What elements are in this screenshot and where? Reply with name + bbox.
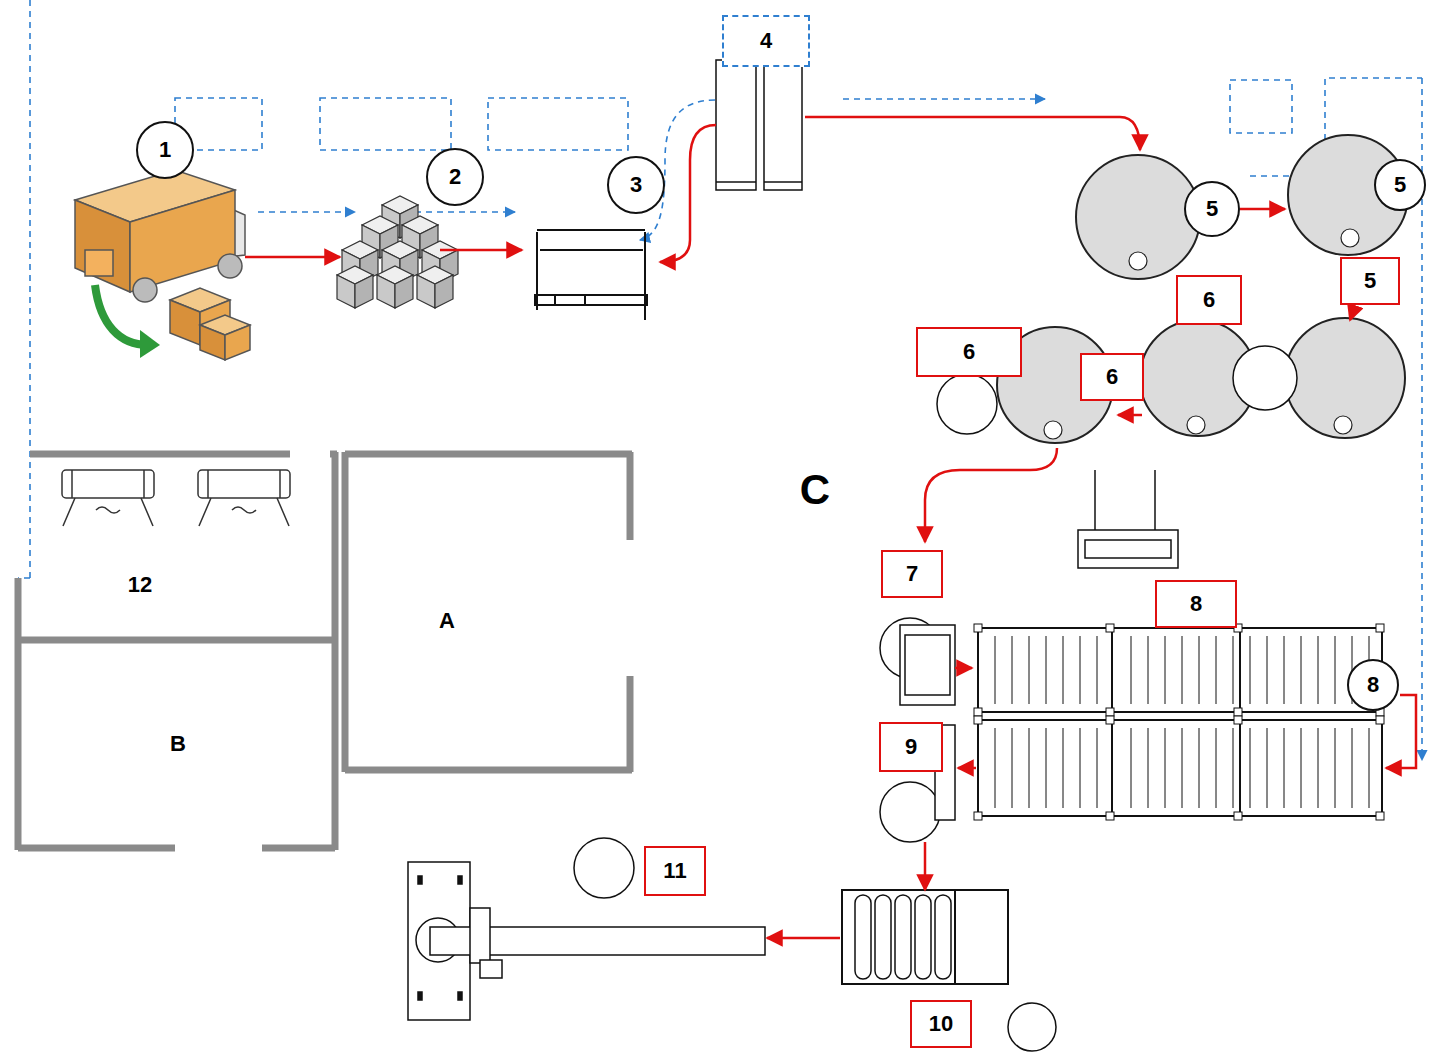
callout-box: 6 [1176, 275, 1242, 325]
callout-number: 4 [760, 30, 772, 52]
callout-number: 10 [929, 1013, 953, 1035]
process-drums [997, 135, 1408, 443]
callout-box: 6 [916, 327, 1022, 377]
callout-circle: 5 [1184, 181, 1240, 237]
callout-number: 8 [1190, 593, 1202, 615]
callout-box: 11 [644, 846, 706, 896]
callout-number: 6 [1106, 366, 1118, 388]
callout-box: 10 [910, 1000, 972, 1048]
callout-number: 6 [963, 341, 975, 363]
callout-number: 7 [906, 563, 918, 585]
info-flow [18, 0, 1422, 760]
callout-circle: 5 [1374, 159, 1426, 211]
zone-letter: C [800, 469, 830, 511]
workbench [535, 230, 647, 320]
callout-number: 5 [1364, 270, 1376, 292]
room-label: B [170, 733, 186, 755]
callout-number: 9 [905, 736, 917, 758]
callout-box: 5 [1340, 257, 1400, 305]
callout-box: 8 [1155, 580, 1237, 628]
room-label: 12 [128, 574, 152, 596]
callout-circle: 2 [426, 148, 484, 206]
callout-box: 7 [881, 550, 943, 598]
storage-racks [716, 60, 802, 190]
callout-number: 6 [1203, 289, 1215, 311]
delivery-truck [75, 170, 250, 360]
callout-number: 5 [1394, 174, 1406, 196]
callout-number: 3 [630, 174, 642, 196]
callout-circle: 3 [607, 156, 665, 214]
callout-box: 6 [1080, 353, 1144, 401]
callout-number: 1 [159, 139, 171, 161]
conveyor-lines [974, 624, 1384, 820]
goods-stack [337, 196, 458, 308]
callout-number: 11 [663, 860, 686, 882]
callout-number: 5 [1206, 198, 1218, 220]
room-label: A [439, 610, 455, 632]
roller-conveyor [842, 890, 1008, 984]
lift-table [1078, 470, 1178, 568]
callout-box: 9 [879, 722, 943, 772]
callout-number: 8 [1367, 674, 1379, 696]
air-heaters [62, 470, 290, 526]
building-walls [18, 452, 632, 850]
callout-circle: 1 [136, 121, 194, 179]
packing-machine [408, 862, 765, 1020]
callout-number: 2 [449, 166, 461, 188]
callout-circle: 8 [1347, 659, 1399, 711]
dashed-callout-box: 4 [722, 15, 810, 67]
material-flow [245, 117, 1416, 938]
